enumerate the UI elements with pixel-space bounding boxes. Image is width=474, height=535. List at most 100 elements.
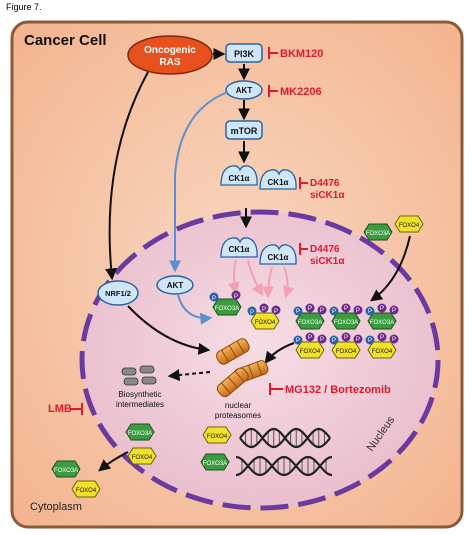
foxo3a-nuc-bottom-1-label: FOXO3A [128, 431, 152, 437]
cluster-foxo3a-3-label: FOXO3A [370, 320, 394, 326]
foxo3a-nuc-bottom-1 [125, 423, 155, 441]
cluster-phospho-dot-label-16: P [368, 338, 372, 344]
ras-label-line1: Oncogenic [144, 45, 196, 56]
phospho-foxo4-1 [247, 306, 257, 316]
ck1a-cyto-label-1: CK1α [229, 174, 250, 183]
mk2206-label: MK2206 [280, 86, 322, 98]
cancer-cell-title: Cancer Cell [24, 32, 107, 49]
sick1a-nuc-label: siCK1α [310, 256, 345, 267]
cluster-phospho-dot-label-10: P [296, 338, 300, 344]
cluster-phospho-dot-9 [389, 305, 399, 315]
pi3k-node [225, 43, 263, 63]
phospho-foxo4-2 [259, 303, 269, 313]
cluster-phospho-dot-7 [365, 306, 375, 316]
cluster-phospho-dot-17 [377, 332, 387, 342]
foxo3a-cyto-bottom-hexagon [51, 460, 81, 478]
phospho-foxo4-3-label: P [274, 309, 278, 315]
foxo4-cyto-bottom-label: FOXO4 [76, 488, 97, 494]
cluster-phospho-dot-label-18: P [392, 337, 396, 343]
cluster-phospho-dot-label-9: P [392, 308, 396, 314]
nrf12-label: NRF1/2 [105, 289, 131, 298]
foxo4-nuc-bottom-2-label: FOXO4 [207, 434, 228, 440]
cluster-foxo3a-2-label: FOXO3A [334, 320, 358, 326]
cluster-phospho-dot-label-11: P [308, 335, 312, 341]
ck1a-cyto-label-2: CK1α [268, 178, 289, 187]
cluster-phospho-dot-label-1: P [296, 309, 300, 315]
ck1a-phospho-arrow-3 [262, 266, 275, 299]
biosynthetic-molecules [121, 365, 157, 386]
phospho-foxo3a-1 [209, 292, 219, 302]
cluster-phospho-dot-18 [389, 334, 399, 344]
phospho-foxo-cluster: FOXO3A FOXO3A FOXO3A FOXO4 FOXO4 FOXO4 P… [293, 303, 399, 359]
ck1a-phospho-arrow-1 [227, 259, 240, 295]
foxo3a-nuclear-label: FOXO3A [215, 306, 239, 312]
ck1a-cyto-node-1 [220, 165, 258, 186]
oncogenic-ras-node [127, 35, 213, 75]
pi3k-label: PI3K [234, 49, 255, 59]
phospho-foxo4-2-label: P [262, 307, 266, 313]
foxo3a-nuc-bottom-2-label: FOXO3A [203, 461, 227, 467]
cluster-phospho-dot-11 [305, 332, 315, 342]
foxo4-nuc-bottom-2 [202, 426, 232, 444]
ras-label-line2: RAS [159, 57, 180, 68]
dna-helix-1 [239, 427, 331, 449]
cluster-phospho-dot-label-7: P [368, 309, 372, 315]
proteasome-3 [216, 367, 249, 398]
akt-nuclear-node [156, 275, 194, 295]
d4476-nuc-label: D4476 [310, 244, 340, 255]
akt-cytoplasmic-node [225, 80, 263, 100]
cluster-phospho-dot-label-3: P [320, 308, 324, 314]
phospho-foxo4-3 [271, 305, 281, 315]
foxo4-nuclear-label: FOXO4 [255, 320, 276, 326]
cluster-foxo4-1-label: FOXO4 [300, 349, 321, 355]
akt-nuclear-translocation-arrow [169, 91, 229, 273]
cluster-foxo4-2-label: FOXO4 [336, 349, 357, 355]
dna-strand-2 [235, 455, 333, 477]
nrf12-node [97, 280, 139, 306]
cluster-phospho-dot-label-4: P [332, 309, 336, 315]
proteasome-label-line2: proteasomes [215, 411, 261, 420]
dna-helix-2 [235, 455, 333, 477]
lmb-label: LMB [48, 403, 72, 415]
bkm120-label: BKM120 [280, 48, 323, 60]
cluster-phospho-dot-12 [317, 334, 327, 344]
foxo4-nuc-bottom-1-label: FOXO4 [132, 455, 153, 461]
cluster-phospho-dot-3 [317, 305, 327, 315]
cluster-phospho-dot-1 [293, 306, 303, 316]
sick1a-cyto-label: siCK1α [310, 190, 345, 201]
cluster-phospho-dot-10 [293, 335, 303, 345]
foxo-nuclear-export-arrow [98, 451, 129, 472]
phospho-foxo3a-2-label: P [234, 294, 238, 300]
phospho-foxo3a-1-label: P [212, 296, 216, 302]
dna-strand-2 [239, 427, 331, 449]
cluster-phospho-dot-label-6: P [356, 308, 360, 314]
cluster-phospho-dot-6 [353, 305, 363, 315]
cluster-phospho-dot-label-14: P [344, 335, 348, 341]
cluster-phospho-dot-label-5: P [344, 306, 348, 312]
akt-cytoplasmic-label: AKT [236, 86, 253, 95]
foxo3a-cyto-top-hexagon [363, 223, 393, 241]
mtor-node [225, 120, 263, 140]
cluster-phospho-dot-label-13: P [332, 338, 336, 344]
cluster-phospho-dot-2 [305, 303, 315, 313]
foxo4-nuc-bottom-1 [127, 447, 157, 465]
foxo4-cyto-bottom-hexagon [71, 480, 101, 498]
cytoplasm-label: Cytoplasm [30, 501, 82, 513]
cluster-foxo3a-1-label: FOXO3A [298, 320, 322, 326]
nrf-to-proteasome-arrow [127, 305, 211, 355]
ck1a-cyto-node-2 [259, 169, 297, 190]
foxo-nuclear-import-arrow [370, 235, 411, 302]
foxo3a-cyto-bottom-label: FOXO3A [54, 468, 78, 474]
phospho-foxo4-1-label: P [250, 310, 254, 316]
foxo-to-proteasome-arrow [264, 342, 295, 364]
akt-to-foxo-arrow [177, 294, 213, 325]
proteasome-label-line1: nuclear [225, 401, 252, 410]
ck1a-nuc-label-2: CK1α [268, 253, 289, 262]
mtor-label: mTOR [231, 126, 258, 136]
cluster-phospho-dot-label-15: P [356, 337, 360, 343]
foxo4-cyto-top-label: FOXO4 [399, 223, 420, 229]
cluster-phospho-dot-14 [341, 332, 351, 342]
mg132-label: MG132 / Bortezomib [285, 384, 391, 396]
